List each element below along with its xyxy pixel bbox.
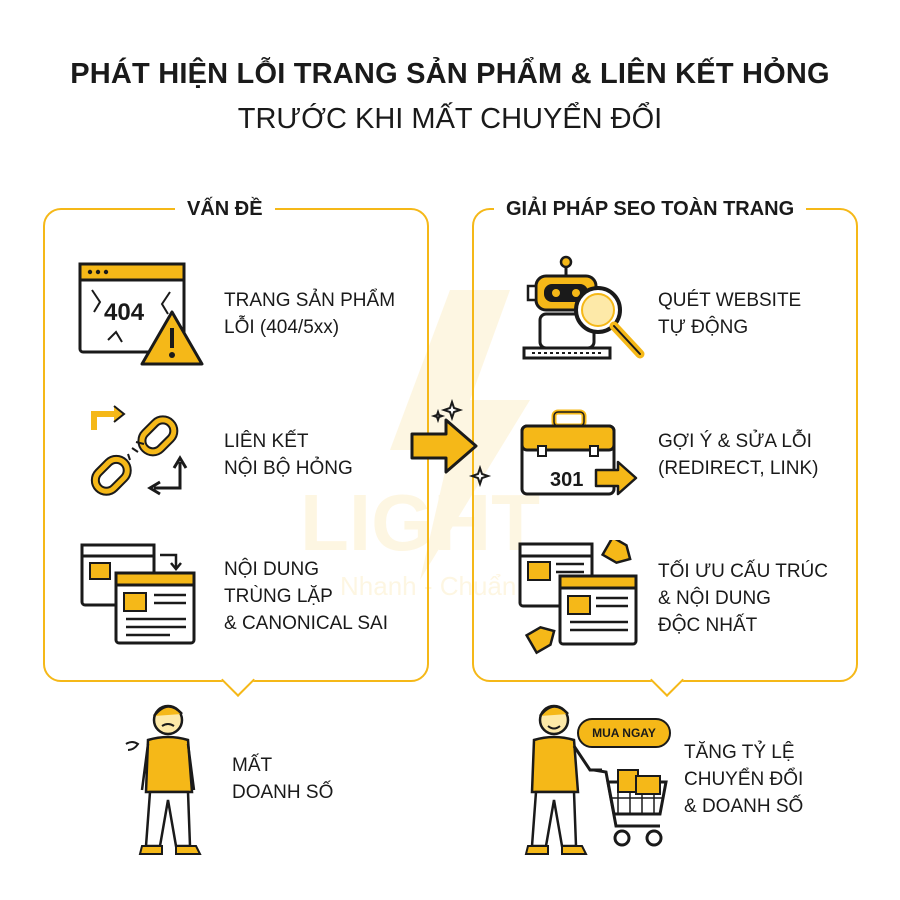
problem-item-3: NỘI DUNG TRÙNG LẶP & CANONICAL SAI xyxy=(224,559,389,634)
broken-link-icon xyxy=(90,405,188,496)
problem-panel-pointer xyxy=(221,663,255,697)
happy-shopper-icon xyxy=(524,704,668,855)
magnifier-icon xyxy=(574,286,645,359)
sparkle-icon xyxy=(430,398,492,488)
arrow-right-icon xyxy=(594,460,638,496)
arrow-right-icon xyxy=(410,398,492,488)
problem-item-2: LIÊN KẾT NỘI BỘ HỎNG xyxy=(224,431,353,479)
page-subtitle: TRƯỚC KHI MẤT CHUYỂN ĐỔI xyxy=(237,103,663,135)
solution-outcome: TĂNG TỶ LỆ CHUYỂN ĐỔI & DOANH SỐ xyxy=(684,742,804,817)
page-title: PHÁT HIỆN LỖI TRANG SẢN PHẨM & LIÊN KẾT … xyxy=(70,58,830,90)
problem-heading: VẤN ĐỀ xyxy=(175,192,275,226)
solution-item-2: GỢI Ý & SỬA LỖI (REDIRECT, LINK) xyxy=(658,431,819,479)
tag-icon xyxy=(524,540,632,655)
optimized-pages-icon xyxy=(518,540,638,655)
robot-scanner-icon xyxy=(522,255,645,360)
problem-panel: VẤN ĐỀ xyxy=(43,192,429,697)
problem-item-1: TRANG SẢN PHẨM LỖI (404/5xx) xyxy=(224,290,396,338)
buy-now-button[interactable]: MUA NGAY xyxy=(577,718,671,748)
toolbox-301-icon: 301 xyxy=(520,409,638,496)
duplicate-pages-icon xyxy=(80,543,196,645)
sad-person-icon xyxy=(125,704,202,855)
broken-page-404-icon: 404 xyxy=(78,262,204,366)
solution-panel-pointer xyxy=(650,663,684,697)
problem-outcome: MẤT DOANH SỐ xyxy=(232,755,334,803)
redirect-code-text: 301 xyxy=(550,469,583,491)
solution-heading: GIẢI PHÁP SEO TOÀN TRANG xyxy=(494,192,807,226)
warning-icon xyxy=(140,310,204,366)
solution-item-3: TỐI ƯU CẤU TRÚC & NỘI DUNG ĐỘC NHẤT xyxy=(658,561,828,636)
solution-item-1: QUÉT WEBSITE TỰ ĐỘNG xyxy=(658,290,802,338)
shopping-cart-icon xyxy=(593,768,668,847)
error-code-text: 404 xyxy=(104,299,145,326)
